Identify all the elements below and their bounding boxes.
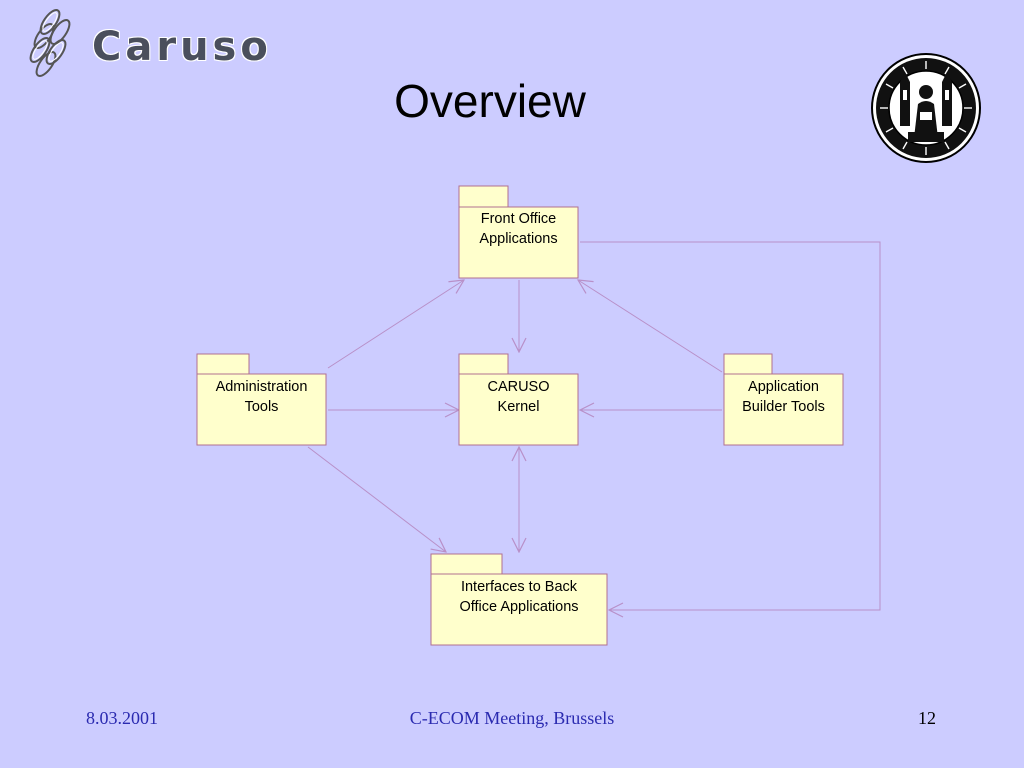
label-caruso-kernel: CARUSO Kernel (459, 377, 578, 417)
connector-front-to-interfaces (580, 241, 881, 610)
caruso-logo-icon (29, 9, 71, 77)
label-admin-line2: Tools (244, 399, 279, 415)
package-application-builder (723, 353, 844, 446)
package-front-office (458, 185, 579, 279)
caruso-logo: Caruso (20, 2, 268, 94)
footer-event: C-ECOM Meeting, Brussels (409, 708, 615, 728)
university-seal-icon (871, 53, 981, 163)
label-builder-line2: Builder Tools (742, 399, 825, 415)
label-administration-tools: Administration Tools (197, 377, 326, 417)
label-application-builder: Application Builder Tools (724, 377, 843, 417)
label-builder-line1: Application (748, 379, 819, 395)
package-administration-tools (196, 353, 327, 446)
footer-date: 8.03.2001 (86, 708, 158, 728)
label-front-office-line2: Applications (479, 231, 558, 247)
footer-page-number: 12 (918, 708, 936, 728)
label-interfaces-line2: Office Applications (459, 599, 579, 615)
label-admin-line1: Administration (215, 379, 308, 395)
logo-wordmark: Caruso (92, 24, 272, 70)
slide-title: Overview (394, 75, 586, 127)
connector-admin-to-interfaces (307, 446, 446, 552)
label-interfaces-line1: Interfaces to Back (460, 579, 578, 595)
connector-admin-to-front (327, 280, 464, 369)
connector-builder-to-front (578, 280, 723, 373)
label-interfaces: Interfaces to Back Office Applications (431, 577, 607, 617)
label-front-office-line1: Front Office (480, 211, 557, 227)
label-kernel-line1: CARUSO (487, 379, 550, 395)
label-front-office: Front Office Applications (459, 209, 578, 249)
label-kernel-line2: Kernel (497, 399, 540, 415)
package-caruso-kernel (458, 353, 579, 446)
package-interfaces (430, 553, 608, 646)
